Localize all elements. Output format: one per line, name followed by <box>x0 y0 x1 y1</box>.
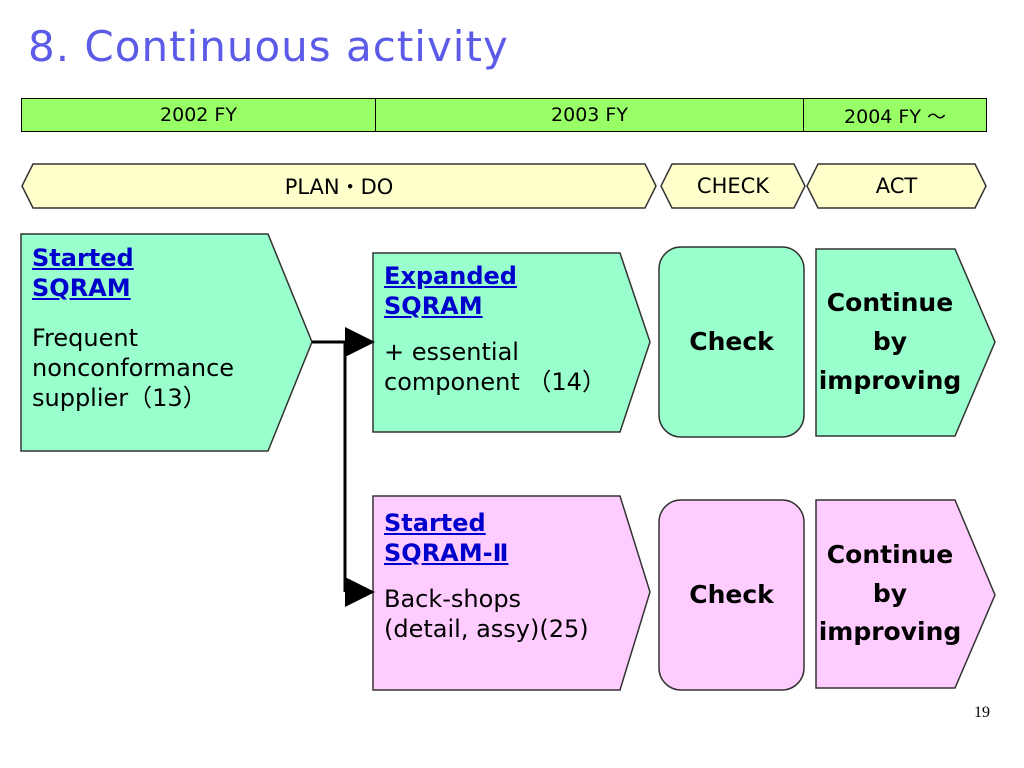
expanded-sqram-link-line2[interactable]: SQRAM <box>384 292 483 320</box>
started-sqram-link-line1[interactable]: Started <box>32 244 134 272</box>
check-bottom-label: Check <box>689 579 774 609</box>
started-sqram-desc-line1: Frequent <box>32 324 138 352</box>
expanded-sqram-text: Expanded SQRAM + essential component （14… <box>384 261 606 397</box>
expanded-sqram-desc-line2: component （14） <box>384 368 606 396</box>
phase-act-label: ACT <box>875 174 918 198</box>
continue-bottom-shape <box>815 499 996 689</box>
started-sqram-text: Started SQRAM Frequent nonconformance su… <box>32 243 234 413</box>
check-top-label: Check <box>689 326 774 356</box>
started-sqram2-link-line2[interactable]: SQRAM-Ⅱ <box>384 539 509 567</box>
fy-2002-cell: 2002 FY <box>160 104 237 126</box>
continue-bottom-line1: Continue <box>826 539 954 569</box>
continue-top-line1: Continue <box>826 288 954 318</box>
started-sqram2-shape <box>372 495 651 691</box>
fiscal-year-bar: 2002 FY 2003 FY 2004 FY ～ <box>21 98 987 132</box>
continue-top-label: Continue by improving <box>816 249 964 436</box>
continue-top-line2: by <box>872 327 908 357</box>
started-sqram-desc-line2: nonconformance <box>32 354 235 382</box>
started-sqram2-desc-line1: Back-shops <box>384 585 522 613</box>
continue-top-line3: improving <box>818 365 962 395</box>
expanded-sqram-shape <box>372 252 651 433</box>
started-sqram2-link-line1[interactable]: Started <box>384 509 486 537</box>
phase-check-label: CHECK <box>696 174 770 198</box>
started-sqram-shape <box>20 233 313 452</box>
expanded-sqram-desc-line1: + essential <box>384 338 519 366</box>
phase-check-shape <box>660 163 806 209</box>
continue-bottom-line2: by <box>872 578 908 608</box>
phase-act-shape <box>806 163 987 209</box>
continue-top-shape <box>815 248 996 437</box>
expanded-sqram-link-line1[interactable]: Expanded <box>384 262 517 290</box>
started-sqram-link-line2[interactable]: SQRAM <box>32 274 131 302</box>
phase-plan-do-shape <box>21 163 657 209</box>
continue-bottom-line3: improving <box>818 617 962 647</box>
check-top-shape <box>658 246 805 438</box>
phase-plan-do-label: PLAN・DO <box>284 175 394 199</box>
slide-title: 8. Continuous activity <box>28 22 509 71</box>
continue-bottom-label: Continue by improving <box>816 500 964 688</box>
started-sqram2-text: Started SQRAM-Ⅱ Back-shops (detail, assy… <box>384 508 589 644</box>
started-sqram-desc-line3: supplier（13） <box>32 384 207 412</box>
started-sqram2-desc-line2: (detail, assy)(25) <box>384 615 589 643</box>
page-number: 19 <box>974 704 990 721</box>
fy-2003-cell: 2003 FY <box>375 99 803 131</box>
fy-2004-cell: 2004 FY ～ <box>803 99 986 131</box>
check-bottom-shape <box>658 499 805 691</box>
